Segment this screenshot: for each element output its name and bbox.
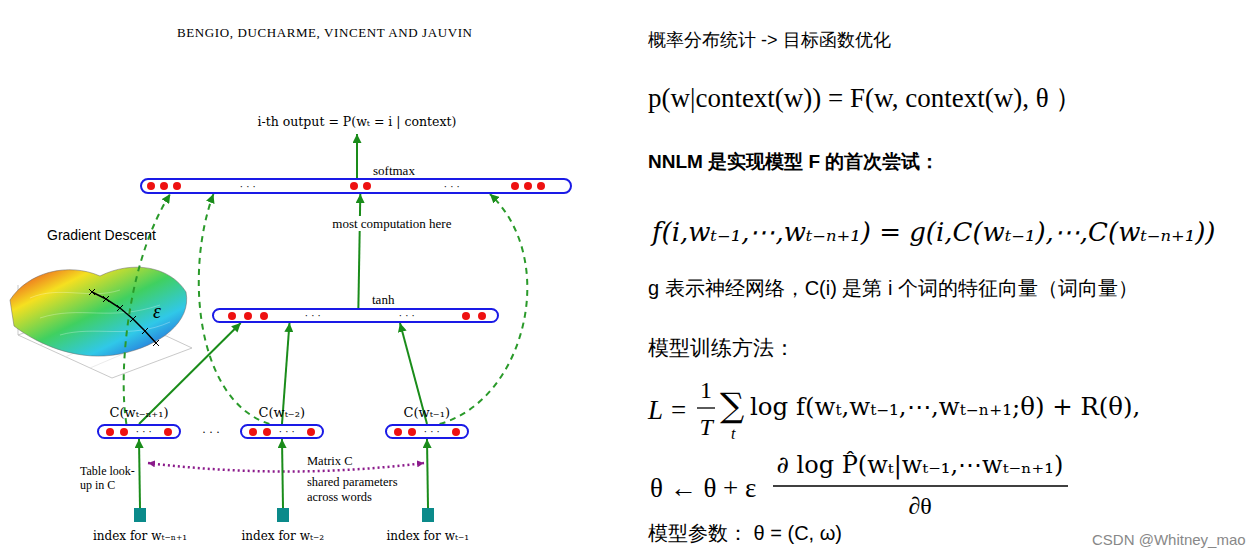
text-label: ∑ [720, 385, 744, 426]
edge-label: most computation here [330, 216, 453, 232]
text-label: shared parameters across words [307, 475, 412, 505]
text-label: ∂θ [909, 492, 932, 521]
layer-box: tanh· · ·· · · [212, 308, 499, 323]
neuron-dot [106, 428, 114, 436]
text-label: Matrix C [307, 454, 352, 469]
ellipsis-text: · · · [136, 425, 153, 438]
index-square: index for wₜ₋₁ [422, 508, 434, 522]
text-label: 模型参数： θ = (C, ω) [648, 521, 842, 545]
neuron-dot [147, 182, 155, 190]
connection-arrow [139, 439, 140, 508]
layer-box: C(wₜ₋₁)· · · [385, 424, 469, 439]
ellipsis-text: · · · [399, 309, 416, 322]
connection-arrow [427, 439, 428, 508]
ellipsis-text: · · · [279, 425, 296, 438]
node-label: C(wₜ₋₂) [259, 405, 306, 421]
layer-box: C(wₜ₋₂)· · · [240, 424, 324, 439]
neuron-dot [244, 312, 252, 320]
ellipsis-text: · · · [305, 309, 322, 322]
neuron-dot [511, 182, 519, 190]
text-label: · · · [202, 425, 220, 439]
index-square: index for wₜ₋₂ [277, 508, 289, 522]
text-label: p(w|context(w)) = F(w, context(w), θ ） [648, 82, 1082, 114]
node-label: C(wₜ₋₁) [404, 405, 451, 421]
descent-steps [89, 289, 159, 346]
text-label: L = [648, 394, 688, 426]
layer-box: C(wₜ₋ₙ₊₁)· · · [97, 424, 181, 439]
text-label: θ ← θ + ε [650, 472, 756, 504]
neuron-dot [307, 428, 315, 436]
text-label: log f(wₜ,wₜ₋₁,⋯,wₜ₋ₙ₊₁;θ) + R(θ), [750, 392, 1140, 422]
text-label: Gradient Descent [47, 227, 156, 244]
text-label: Table look-up in C [80, 464, 140, 493]
neuron-dot [263, 428, 271, 436]
node-label: tanh [372, 292, 394, 308]
neuron-dot [173, 182, 181, 190]
ellipsis-text: · · · [444, 180, 461, 193]
text-label: 模型训练方法： [648, 335, 795, 360]
node-label: index for wₜ₋ₙ₊₁ [93, 529, 187, 543]
ellipsis-text: · · · [240, 180, 257, 193]
neuron-dot [160, 182, 168, 190]
connection-arrow [282, 439, 283, 508]
neuron-dot [249, 428, 257, 436]
text-label: g 表示神经网络，C(i) 是第 i 个词的特征向量（词向量） [648, 276, 1138, 300]
text-label: CSDN @Whitney_mao [1092, 531, 1246, 549]
error-surface-plot [10, 267, 192, 378]
text-label: ∂ log P̂(wₜ|wₜ₋₁,⋯wₜ₋ₙ₊₁) [777, 451, 1064, 480]
text-label: 概率分布统计 -> 目标函数优化 [648, 30, 891, 52]
neuron-dot [524, 182, 532, 190]
node-label: softmax [373, 163, 415, 179]
neuron-dot [260, 312, 268, 320]
descent-path [92, 292, 156, 343]
neuron-dot [394, 428, 402, 436]
neuron-dot [164, 428, 172, 436]
fraction-bar [773, 485, 1068, 486]
index-square: index for wₜ₋ₙ₊₁ [134, 508, 146, 522]
error-surface [10, 267, 187, 356]
node-label: index for wₜ₋₂ [242, 529, 325, 543]
text-label: 1 [700, 376, 712, 405]
neuron-dot [120, 428, 128, 436]
neuron-dot [537, 182, 545, 190]
connection-arrow [358, 194, 360, 308]
node-label: index for wₜ₋₁ [387, 529, 470, 543]
text-label: f(i,wₜ₋₁,⋯,wₜ₋ₙ₊₁) = g(i,C(wₜ₋₁),⋯,C(wₜ₋… [652, 217, 1216, 248]
fraction-bar [697, 407, 715, 408]
neuron-dot [228, 312, 236, 320]
text-label: ε [153, 299, 161, 323]
neuron-dot [452, 428, 460, 436]
neuron-dot [462, 312, 470, 320]
neuron-dot [350, 182, 358, 190]
ellipsis-text: · · · [424, 425, 441, 438]
edge-layer [124, 194, 528, 508]
neuron-dot [363, 182, 371, 190]
text-label: t [731, 424, 735, 443]
output-arrow [356, 134, 358, 178]
text-label: NNLM 是实现模型 F 的首次尝试： [648, 151, 939, 174]
neuron-dot [478, 312, 486, 320]
text-label: i-th output = P(wₜ = i | context) [258, 114, 457, 129]
text-label: T [700, 413, 713, 442]
neuron-dot [408, 428, 416, 436]
node-label: C(wₜ₋ₙ₊₁) [110, 405, 169, 421]
text-label: BENGIO, DUCHARME, VINCENT AND JAUVIN [177, 25, 473, 41]
shared-parameter-link [148, 463, 424, 472]
layer-box: softmax· · ·· · · [140, 178, 572, 194]
